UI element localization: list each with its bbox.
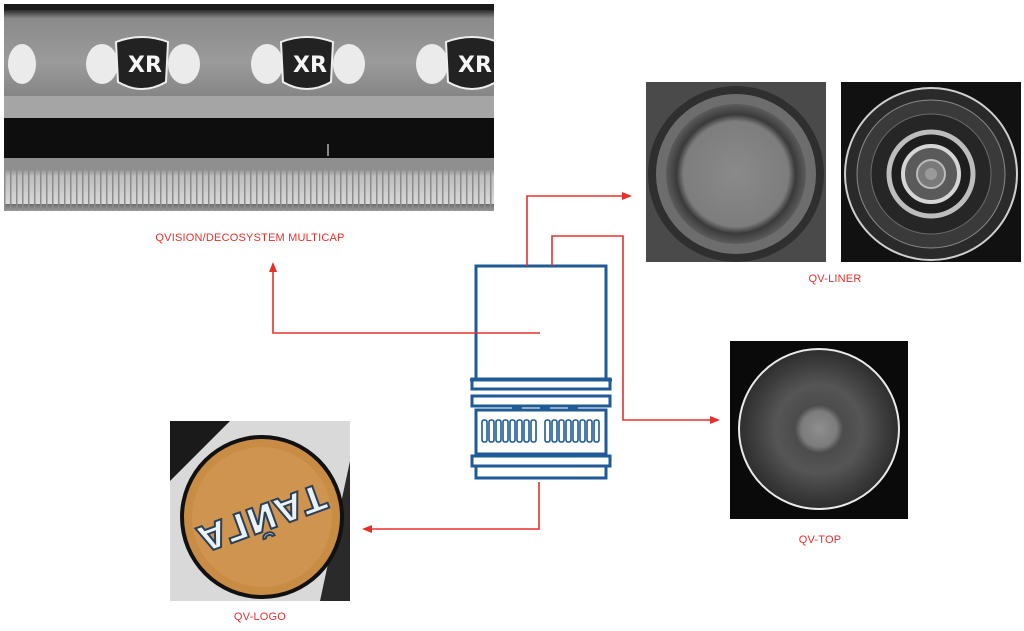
- cap-schematic: [470, 264, 612, 480]
- cap-ribs: [481, 419, 600, 443]
- arrow-to-multicap: [269, 262, 540, 334]
- multicap-scan-image: XR XR XR: [4, 4, 494, 211]
- logo-label: QV-LOGO: [233, 611, 287, 623]
- cap-bridges: [512, 405, 578, 411]
- svg-text:XR: XR: [293, 53, 327, 78]
- multicap-label: QVISION/DECOSYSTEM MULTICAP: [155, 232, 345, 244]
- top-image: [730, 341, 908, 519]
- arrow-to-logo: [362, 482, 540, 533]
- svg-text:XR: XR: [458, 53, 492, 78]
- svg-text:XR: XR: [128, 53, 162, 78]
- arrow-to-top: [551, 235, 720, 424]
- liner-image-left: [646, 82, 826, 262]
- top-label: QV-TOP: [798, 534, 842, 546]
- liner-image-right: [841, 82, 1021, 262]
- logo-image: ТАЙГА: [170, 421, 350, 601]
- liner-label: QV-LINER: [808, 273, 862, 285]
- arrow-to-liner: [526, 192, 632, 266]
